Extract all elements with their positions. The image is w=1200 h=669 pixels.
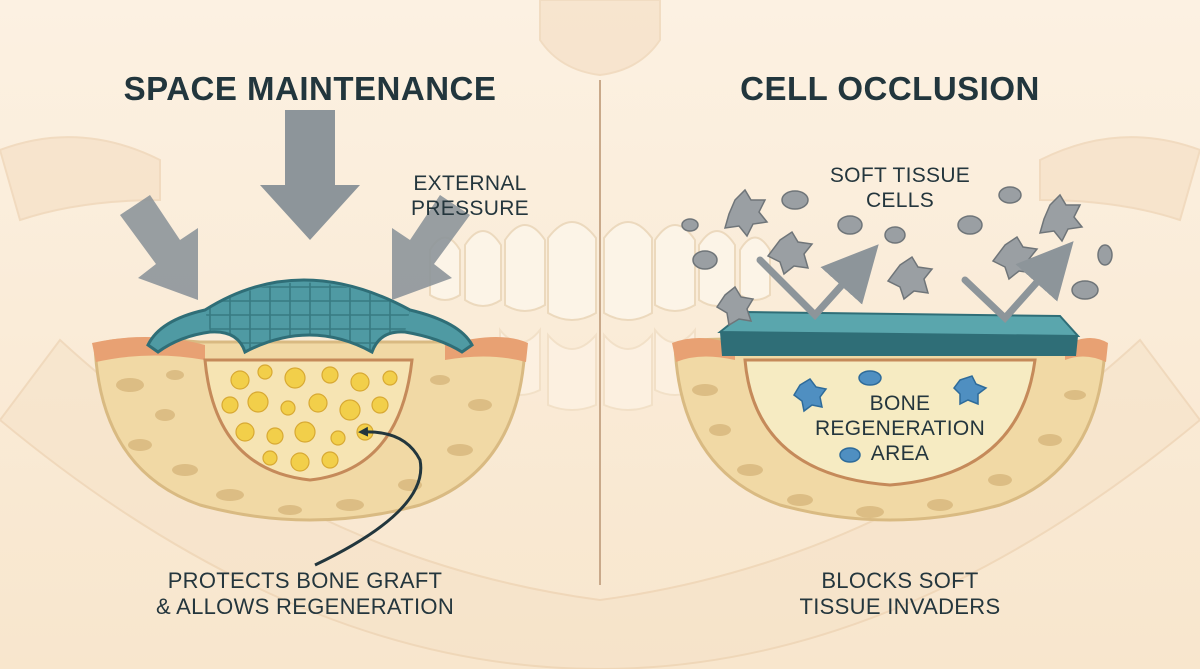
pressure-arrow-left (120, 195, 198, 300)
right-caption: BLOCKS SOFT TISSUE INVADERS (760, 568, 1040, 620)
pressure-arrow-top (260, 110, 360, 240)
bone-cells (793, 370, 988, 463)
pressure-arrows (120, 110, 470, 300)
deflection-arrows (756, 241, 1074, 324)
graft-pointer-arrow (314, 426, 423, 567)
cells-label-line2: CELLS (865, 188, 935, 212)
left-caption: PROTECTS BONE GRAFT & ALLOWS REGENERATIO… (125, 568, 485, 620)
pressure-label-line1: EXTERNAL (413, 172, 527, 195)
soft-tissue-cells (681, 186, 1113, 327)
left-panel-title: SPACE MAINTENANCE (123, 70, 497, 107)
right-caption-line2: TISSUE INVADERS (799, 593, 1001, 619)
teeth-silhouette (429, 221, 771, 411)
tent-membrane (146, 278, 474, 355)
cells-label-line1: SOFT TISSUE (829, 164, 971, 187)
pressure-label: EXTERNAL PRESSURE (380, 172, 560, 222)
barrier-membrane (717, 310, 1081, 356)
pressure-label-line2: PRESSURE (411, 196, 529, 220)
pressure-arrow-right (392, 195, 470, 300)
right-panel-title: CELL OCCLUSION (740, 70, 1040, 107)
left-caption-line2: & ALLOWS REGENERATION (155, 593, 455, 619)
area-label-line2: REGENERATION (814, 416, 986, 440)
right-caption-line1: BLOCKS SOFT (821, 568, 979, 593)
area-label-line1: BONE (869, 392, 931, 415)
area-label-line3: AREA (870, 441, 930, 465)
left-caption-line1: PROTECTS BONE GRAFT (167, 568, 443, 593)
cells-label: SOFT TISSUE CELLS (810, 164, 990, 214)
regeneration-area-label: BONE REGENERATION AREA (800, 392, 1000, 466)
